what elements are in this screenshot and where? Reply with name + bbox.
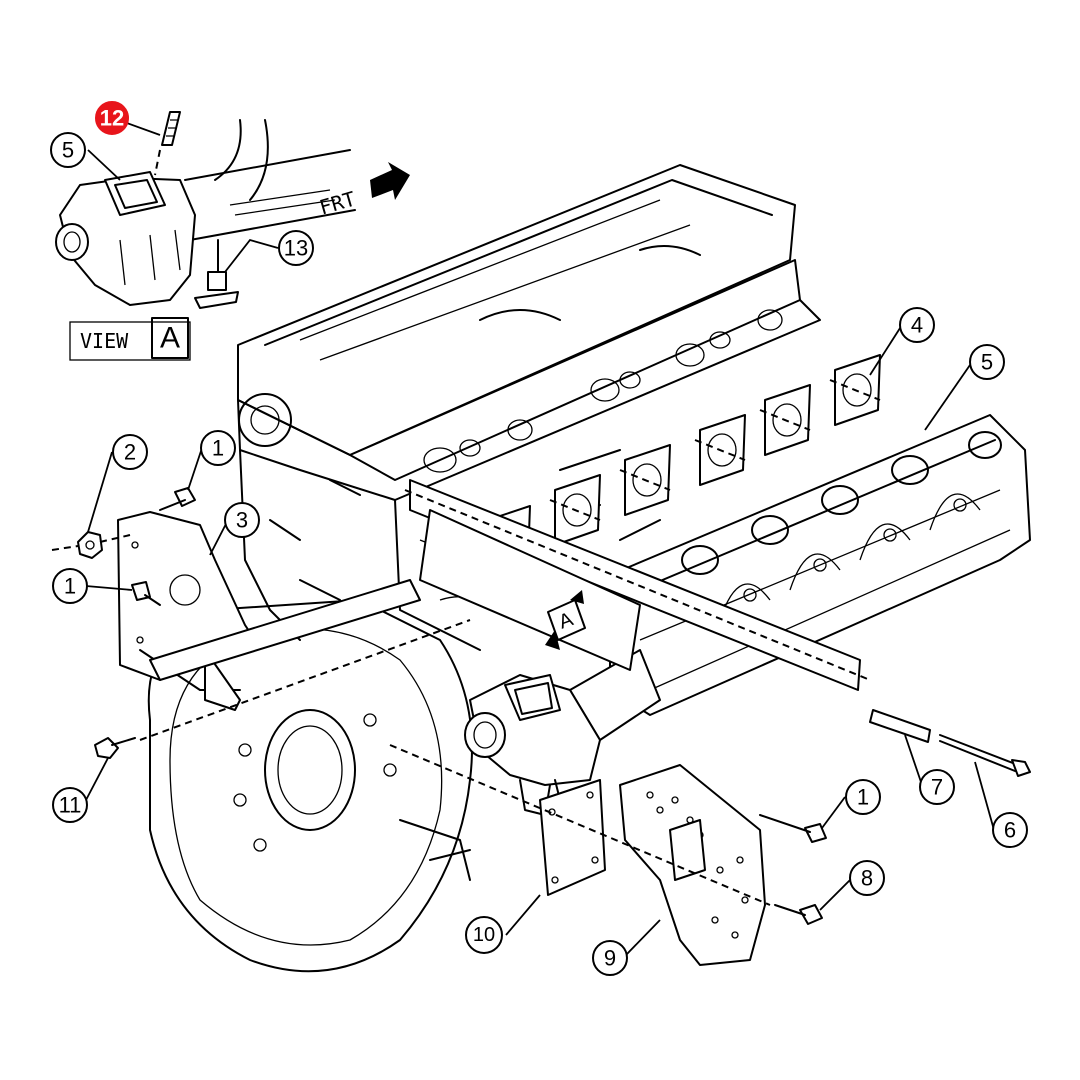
svg-text:7: 7: [931, 775, 943, 800]
callout-1-top: 1: [200, 430, 236, 466]
svg-text:11: 11: [59, 793, 82, 818]
callout-12: 12: [95, 101, 129, 135]
heat-shield-bracket: [117, 511, 256, 711]
gasket-plate: [539, 779, 606, 896]
svg-text:1: 1: [212, 436, 224, 461]
svg-text:4: 4: [911, 313, 923, 338]
view-label: VIEW A: [69, 317, 191, 361]
callout-9: 9: [592, 940, 628, 976]
callout-8: 8: [849, 860, 885, 896]
callout-13: 13: [278, 230, 314, 266]
svg-text:6: 6: [1004, 818, 1016, 843]
callout-1-left: 1: [52, 568, 88, 604]
svg-text:5: 5: [981, 350, 993, 375]
svg-text:2: 2: [124, 440, 136, 465]
callout-6: 6: [992, 812, 1028, 848]
callout-4: 4: [899, 307, 935, 343]
heat-shield-strips: [149, 479, 861, 691]
callout-11: 11: [52, 787, 88, 823]
callout-5-inset: 5: [50, 132, 86, 168]
callout-3: 3: [224, 502, 260, 538]
callout-5: 5: [969, 344, 1005, 380]
svg-text:10: 10: [473, 924, 495, 946]
view-letter: A: [160, 322, 180, 355]
view-a-marker: A: [545, 590, 586, 650]
fasteners: [51, 239, 1031, 925]
view-a-inset: [55, 111, 356, 306]
callouts: 12 5 13 4 5 2 1 3: [50, 101, 1028, 976]
svg-text:1: 1: [857, 785, 869, 810]
svg-text:9: 9: [604, 946, 616, 971]
support-bracket: [619, 764, 766, 966]
svg-text:8: 8: [861, 866, 873, 891]
front-direction-indicator: FRT: [317, 162, 410, 220]
callout-2: 2: [112, 434, 148, 470]
svg-text:12: 12: [100, 106, 124, 131]
view-label-text: VIEW: [80, 329, 129, 353]
svg-text:5: 5: [62, 138, 74, 163]
arrow-icon: [370, 162, 410, 200]
callout-7: 7: [919, 769, 955, 805]
callout-1-right: 1: [845, 779, 881, 815]
callout-10: 10: [465, 916, 503, 954]
svg-text:13: 13: [284, 236, 308, 261]
leader-lines: [85, 121, 995, 956]
svg-text:1: 1: [64, 574, 76, 599]
svg-text:3: 3: [236, 508, 248, 533]
